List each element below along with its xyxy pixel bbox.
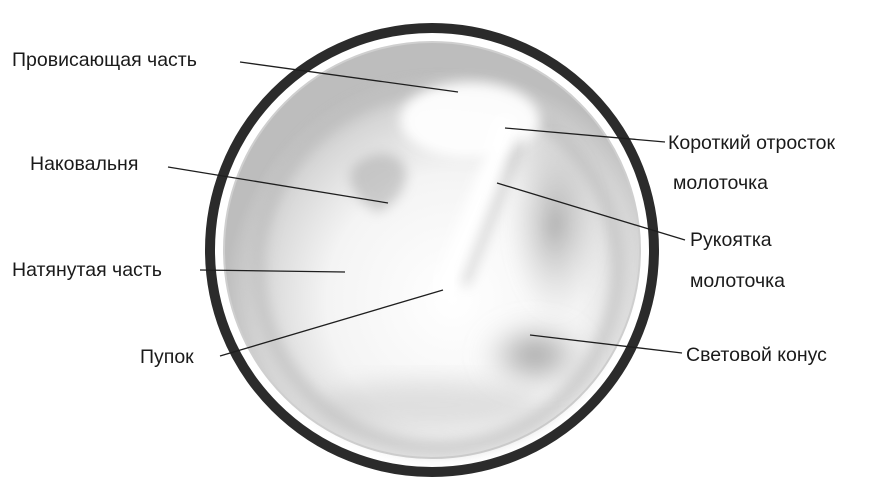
- label-cone-of-light: Световой конус: [686, 344, 827, 366]
- label-umbo: Пупок: [140, 346, 194, 368]
- label-lateral-process-line1: Короткий отросток: [668, 132, 835, 154]
- label-lateral-process-line2: молоточка: [673, 172, 768, 194]
- tympanic-membrane: [210, 28, 654, 472]
- label-pars-flaccida: Провисающая часть: [12, 49, 197, 71]
- cone-of-light-shading: [480, 320, 590, 390]
- label-incus: Наковальня: [30, 153, 138, 175]
- label-handle-line2: молоточка: [690, 270, 785, 292]
- label-pars-tensa: Натянутая часть: [12, 259, 162, 281]
- lower-shading: [320, 380, 540, 430]
- label-handle-line1: Рукоятка: [690, 229, 772, 251]
- posterior-shadow: [507, 130, 603, 320]
